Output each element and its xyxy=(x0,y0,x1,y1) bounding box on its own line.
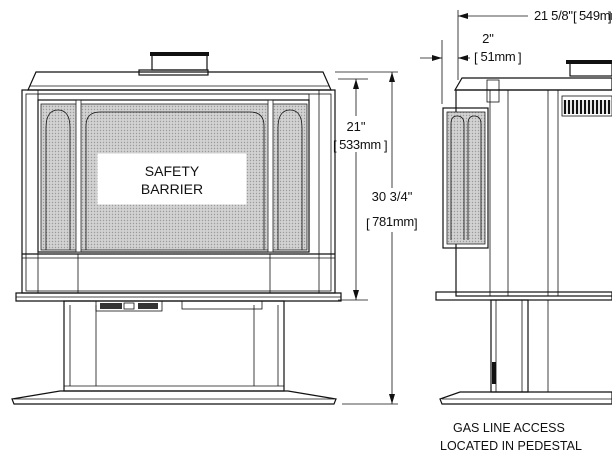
barrier-label-line2: BARRIER xyxy=(141,181,203,197)
safety-barrier: SAFETY BARRIER xyxy=(37,93,310,253)
overall-height-in: 30 3/4" xyxy=(372,189,413,204)
offset-mm-bracket-r: ] xyxy=(518,50,522,65)
offset-mm: 51mm xyxy=(481,49,516,64)
depth-in: 21 5/8" xyxy=(534,8,573,23)
screen-height-mm: 533mm xyxy=(339,137,381,152)
overall-height-mm-bracket-r: ] xyxy=(414,216,418,231)
barrier-label-box xyxy=(97,153,247,205)
overall-height-mm-bracket-l: [ xyxy=(366,216,370,231)
depth-mm: 549mm xyxy=(579,8,612,23)
pedestal-foot xyxy=(11,390,337,405)
offset-in: 2" xyxy=(482,31,494,46)
gas-line-note-line2: LOCATED IN PEDESTAL xyxy=(440,439,582,453)
screen-height-in: 21" xyxy=(346,119,365,134)
front-view: SAFETY BARRIER xyxy=(11,52,342,405)
dim-overall-height: 30 3/4" [ 781mm ] xyxy=(335,71,424,405)
overall-height-mm: 781mm xyxy=(372,214,414,229)
dim-offset: 2" [ 51mm ] xyxy=(420,31,522,104)
base-shelf xyxy=(15,292,342,302)
side-vent-louvers xyxy=(561,95,612,117)
valve-detail xyxy=(95,300,263,312)
gas-line-note-line1: GAS LINE ACCESS xyxy=(453,421,565,435)
depth-mm-bracket-r: ] xyxy=(608,9,612,24)
screen-height-mm-bracket-r: ] xyxy=(384,138,388,153)
offset-mm-bracket-l: [ xyxy=(474,50,478,65)
dim-depth: 21 5/8" [ 549mm ] xyxy=(457,8,612,40)
pedestal xyxy=(63,300,285,392)
side-view xyxy=(435,60,612,405)
gas-line-note: GAS LINE ACCESS LOCATED IN PEDESTAL xyxy=(440,421,582,453)
screen-height-mm-bracket-l: [ xyxy=(333,138,337,153)
barrier-label-line1: SAFETY xyxy=(145,163,200,179)
depth-mm-bracket-l: [ xyxy=(573,9,577,24)
dim-screen-height: 21" [ 533mm ] xyxy=(333,78,390,301)
